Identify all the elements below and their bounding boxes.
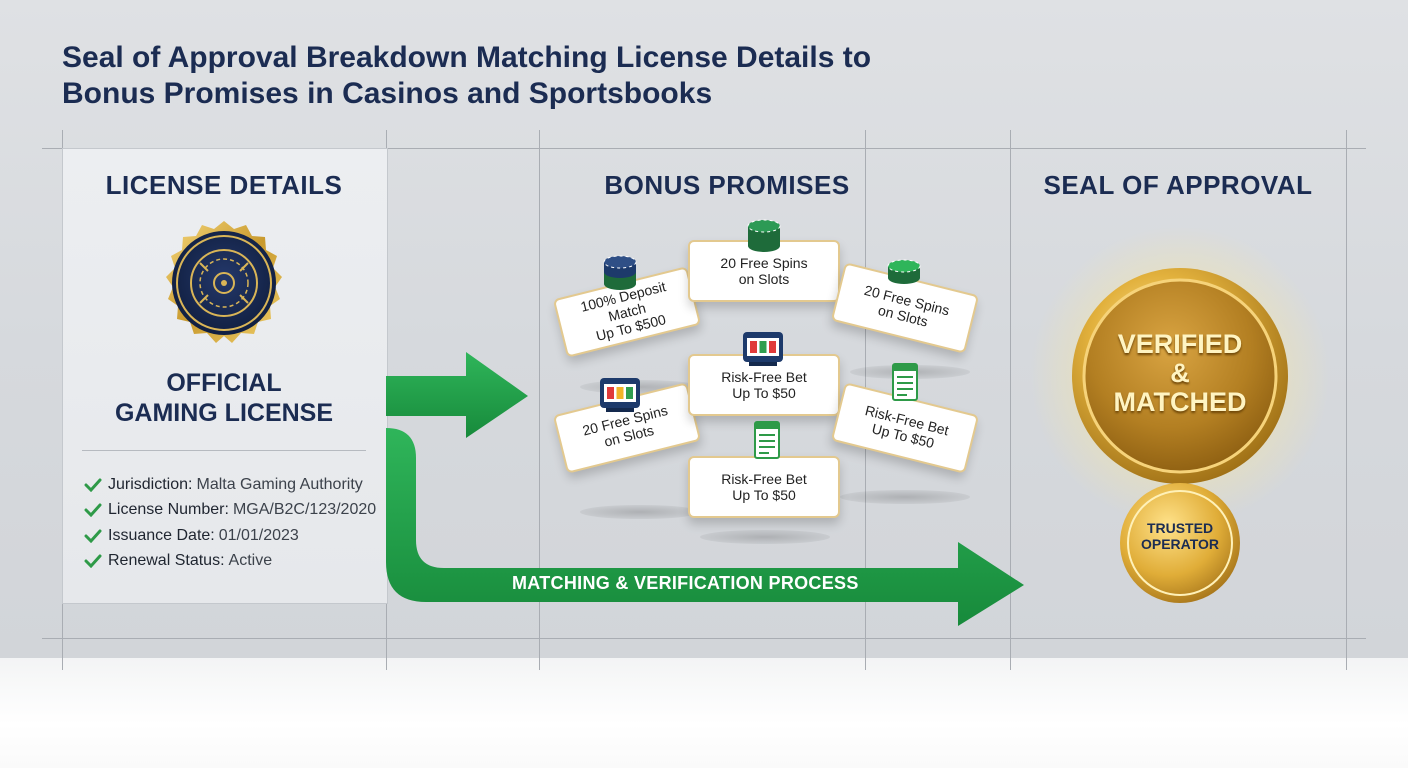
bet-slip-icon: [892, 363, 918, 401]
casino-chips-icon: [747, 219, 781, 252]
divider: [82, 450, 366, 451]
detail-key: Renewal Status:: [108, 552, 225, 570]
official-line-1: OFFICIAL: [166, 369, 282, 397]
check-icon: [84, 554, 102, 569]
detail-value: MGA/B2C/123/2020: [232, 501, 377, 519]
process-label: MATCHING & VERIFICATION PROCESS: [512, 573, 859, 593]
slot-machine-icon: [743, 332, 783, 366]
grid-line: [1346, 130, 1347, 670]
check-icon: [84, 503, 102, 518]
bonus-line-2: on Slots: [738, 271, 790, 287]
check-icon: [84, 529, 102, 543]
badge-line-2: OPERATOR: [1140, 536, 1220, 552]
bonus-line-1: Risk-Free Bet: [721, 471, 807, 487]
grid-line: [42, 638, 1366, 639]
badge-line-1: TRUSTED: [1146, 520, 1214, 536]
license-detail-list: Jurisdiction:Malta Gaming Authority Lice…: [84, 472, 384, 574]
short-arrow: [386, 352, 528, 438]
verified-matched-label: VERIFIED & MATCHED: [1080, 330, 1280, 417]
process-arrow: [386, 428, 1024, 626]
license-seal-icon: [166, 221, 282, 343]
bonus-line-1: Risk-Free Bet: [721, 369, 807, 385]
detail-key: Jurisdiction:: [108, 475, 193, 493]
card-shadow: [700, 530, 830, 544]
grid-line: [1010, 130, 1011, 670]
detail-jurisdiction: Jurisdiction:Malta Gaming Authority: [84, 472, 384, 498]
check-icon: [84, 478, 102, 492]
detail-license-number: License Number:MGA/B2C/123/2020: [84, 498, 384, 524]
bet-slip-icon: [754, 421, 780, 459]
detail-value: Active: [228, 552, 273, 570]
detail-renewal-status: Renewal Status:Active: [84, 549, 384, 575]
seal-line-2: &: [1170, 358, 1190, 388]
bonus-line-2: Up To $50: [732, 487, 796, 503]
trusted-operator-label: TRUSTED OPERATOR: [1120, 520, 1240, 552]
grid-line: [42, 148, 1366, 149]
license-details-heading: LICENSE DETAILS: [105, 170, 343, 200]
grid-line: [539, 130, 540, 670]
detail-key: Issuance Date:: [108, 526, 215, 544]
casino-chips-icon: [603, 255, 637, 290]
bonus-line-2: Up To $50: [732, 385, 796, 401]
card-shadow: [840, 490, 970, 504]
casino-chips-icon: [887, 259, 921, 284]
seal-line-1: VERIFIED: [1117, 329, 1243, 359]
detail-value: 01/01/2023: [218, 526, 299, 544]
gold-medal-icon: [1030, 228, 1330, 603]
bonus-line-1: 20 Free Spins: [720, 255, 808, 271]
seal-of-approval-heading: SEAL OF APPROVAL: [1043, 170, 1313, 200]
detail-value: Malta Gaming Authority: [196, 475, 363, 493]
page-title: Seal of Approval Breakdown Matching Lice…: [62, 41, 872, 110]
detail-key: License Number:: [108, 501, 229, 519]
card-shadow: [580, 505, 700, 519]
seal-line-3: MATCHED: [1113, 387, 1247, 417]
official-line-2: GAMING LICENSE: [114, 399, 334, 427]
bonus-promises-heading: BONUS PROMISES: [604, 170, 850, 200]
flow-arrows: [386, 352, 1024, 626]
official-gaming-license-label: OFFICIAL GAMING LICENSE: [62, 368, 386, 428]
slot-machine-icon: [600, 378, 640, 412]
floor-reflection: [0, 658, 1408, 768]
detail-issuance-date: Issuance Date:01/01/2023: [84, 523, 384, 549]
